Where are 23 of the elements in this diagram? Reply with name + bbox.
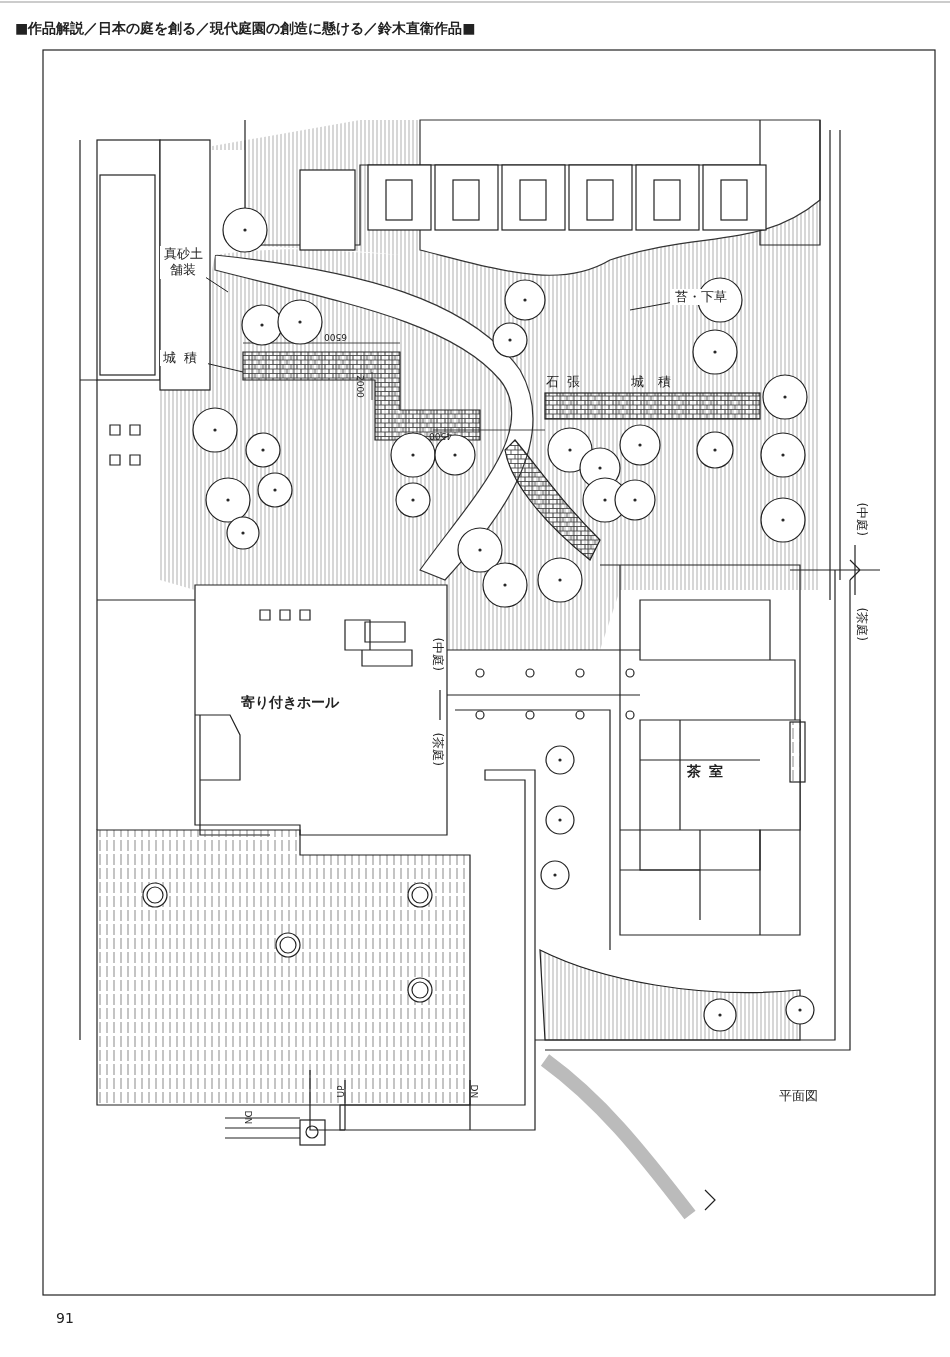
stair-direction-label: UP <box>335 1084 347 1099</box>
drawing-caption: 平面図 <box>778 1088 819 1104</box>
leader-line <box>205 277 229 293</box>
leader-line <box>629 302 671 311</box>
page-title: ■作品解説／日本の庭を創る／現代庭園の創造に懸ける／鈴木直衛作品■ <box>14 20 477 37</box>
area-label: (中庭) <box>430 636 445 672</box>
leader-line <box>207 363 244 373</box>
callout-text: 城積 <box>162 350 206 367</box>
material-label: 石張 <box>545 374 589 390</box>
stair-direction-label: DN <box>468 1083 480 1100</box>
callout-text: 真砂土舗装 <box>162 246 204 279</box>
room-label: 茶室 <box>686 763 732 780</box>
area-label: (中庭) <box>854 501 869 537</box>
area-label: (茶庭) <box>854 606 869 642</box>
page-number: 91 <box>55 1310 75 1327</box>
dimension-value: 4500 <box>428 430 453 441</box>
room-label: 寄り付きホール <box>240 694 340 711</box>
dimension-value: 2000 <box>354 373 365 399</box>
material-label: 城積 <box>630 374 686 390</box>
area-label: (茶庭) <box>430 731 445 767</box>
callout-text: 苔・下草 <box>674 289 728 306</box>
dimension-value: 6500 <box>323 331 348 342</box>
stair-direction-label: DN <box>242 1109 254 1126</box>
